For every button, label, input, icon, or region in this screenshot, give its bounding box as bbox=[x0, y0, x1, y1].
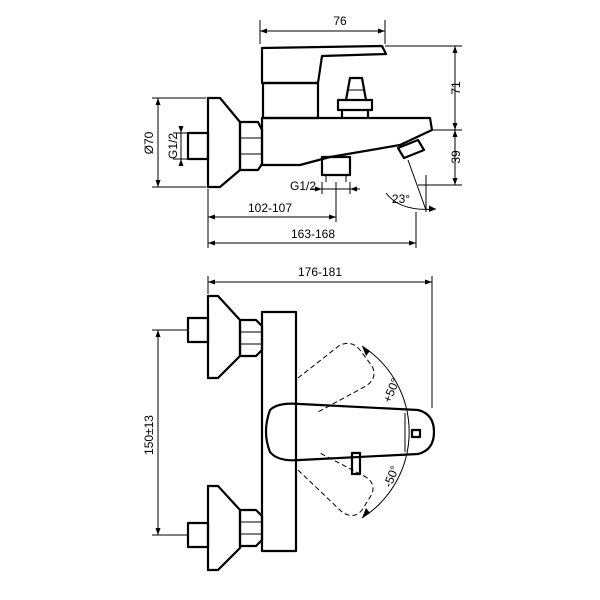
diverter-stem bbox=[340, 108, 370, 120]
dim-outlet-thread: G1/2 bbox=[290, 179, 316, 193]
rotation-arc bbox=[361, 345, 410, 519]
dim-center-distance: 150±13 bbox=[142, 415, 156, 455]
handle-position-plus bbox=[297, 342, 375, 413]
lever-handle bbox=[260, 44, 388, 85]
handle-position-minus bbox=[297, 451, 374, 516]
dim-flange-diameter: Ø70 bbox=[142, 131, 156, 154]
side-view: 76 71 39 Ø70 G1/2 G1/2 23 bbox=[142, 14, 463, 248]
bottom-pipe bbox=[186, 521, 210, 549]
dim-top-width: 76 bbox=[333, 14, 347, 28]
top-pipe bbox=[186, 316, 210, 344]
handle-column bbox=[261, 81, 320, 120]
top-nut bbox=[238, 318, 264, 358]
dim-handle-height: 71 bbox=[449, 81, 463, 95]
wall-flange bbox=[206, 96, 242, 189]
aerator bbox=[396, 138, 426, 160]
bottom-nut bbox=[238, 508, 264, 548]
diverter-pin bbox=[350, 451, 362, 476]
diverter-knob bbox=[336, 98, 374, 112]
angle-arrow bbox=[429, 205, 436, 212]
diverter-cap bbox=[344, 76, 368, 102]
dim-rotation-plus: +50° bbox=[380, 376, 402, 405]
front-view: +50° -50° 176-181 150±13 bbox=[142, 265, 436, 572]
dim-outlet-distance: 102-107 bbox=[248, 201, 292, 215]
dim-inlet-thread: G1/2 bbox=[166, 133, 180, 159]
dim-spout-angle: 23° bbox=[392, 192, 410, 206]
outlet-fitting bbox=[320, 155, 352, 177]
front-handle bbox=[264, 402, 436, 462]
dim-total-width: 176-181 bbox=[298, 265, 342, 279]
handle-tip bbox=[410, 428, 422, 439]
dim-spout-height: 39 bbox=[449, 150, 463, 164]
wall-pipe bbox=[186, 131, 210, 161]
angle-leg bbox=[407, 159, 427, 211]
bottom-flange bbox=[206, 484, 242, 572]
top-flange bbox=[206, 294, 242, 380]
hex-nut bbox=[238, 120, 264, 172]
dim-total-depth: 163-168 bbox=[291, 227, 335, 241]
dim-rotation-minus: -50° bbox=[381, 463, 402, 489]
front-body bbox=[260, 310, 298, 553]
rotation-arrows bbox=[362, 346, 370, 518]
mixer-body bbox=[260, 116, 434, 167]
